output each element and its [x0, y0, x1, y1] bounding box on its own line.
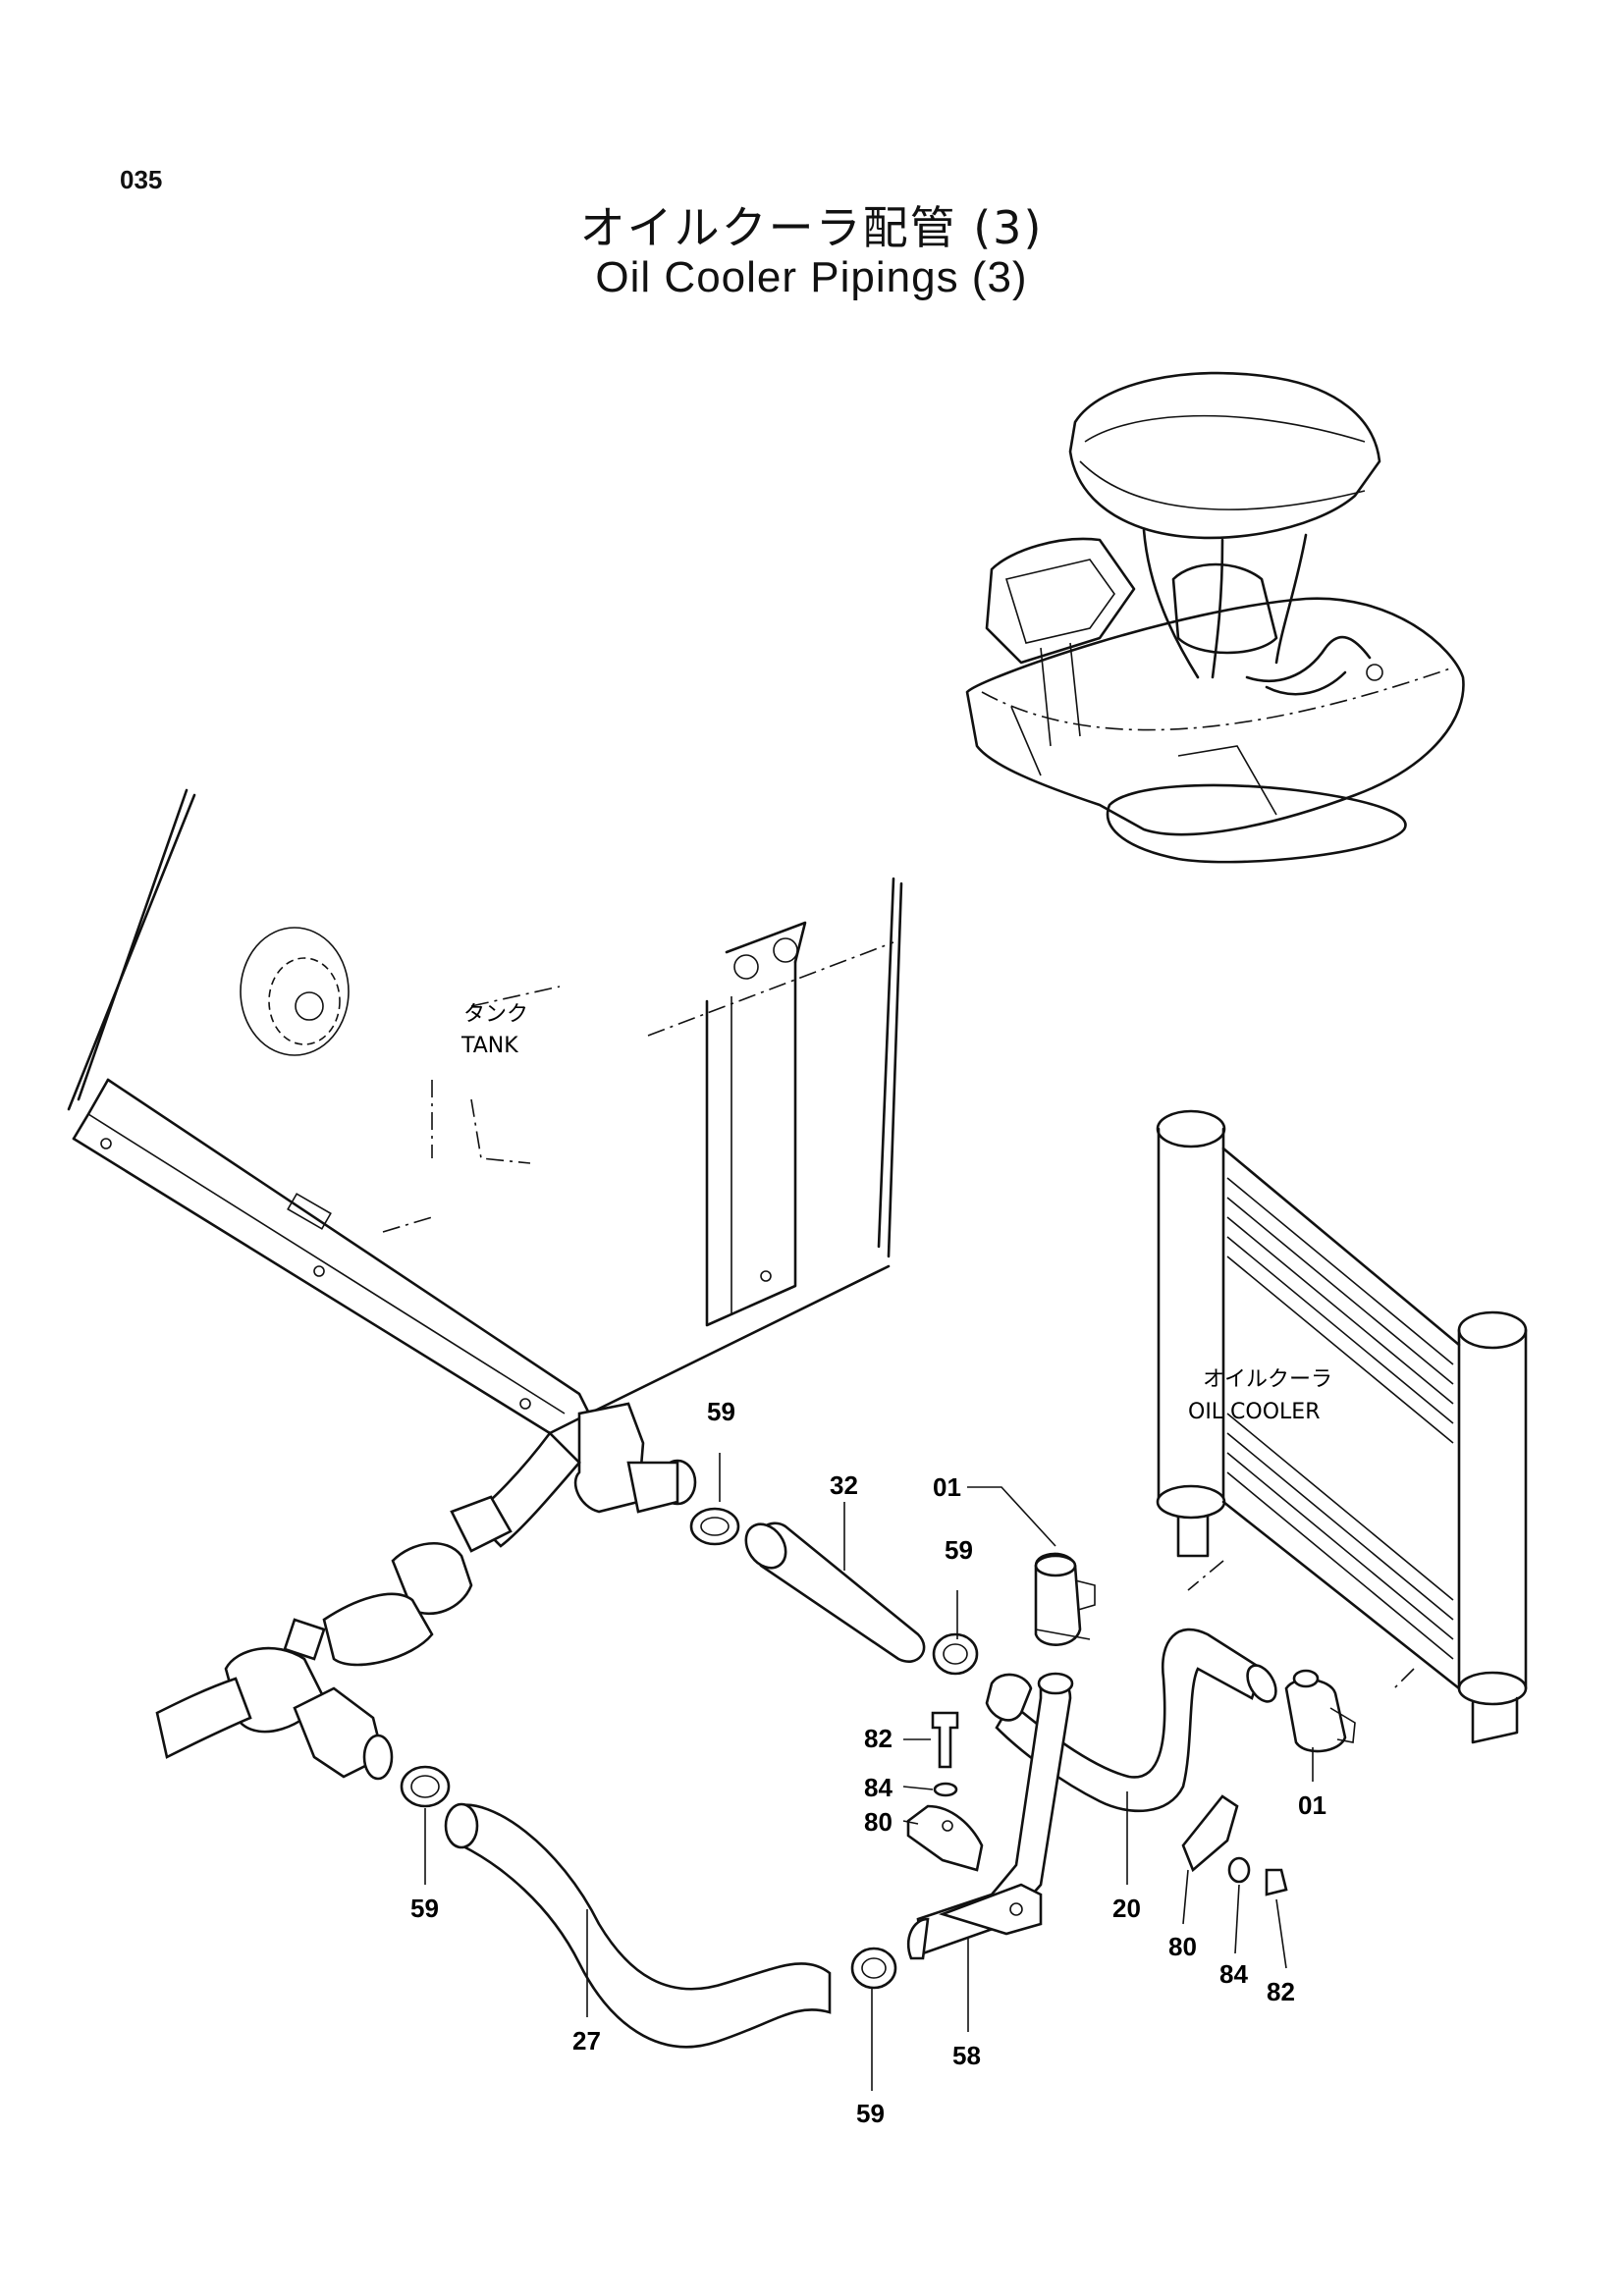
part-number-01: 01	[933, 1472, 961, 1502]
tank-label-japanese: タンク	[463, 1002, 528, 1027]
hydraulic-tank	[67, 788, 903, 1435]
part-number-59: 59	[856, 2099, 885, 2128]
part-number-59: 59	[945, 1535, 973, 1565]
page-title-english: Oil Cooler Pipings (3)	[595, 253, 1028, 301]
tank-label: TANK	[460, 1034, 518, 1058]
machine-overview-illustration	[965, 371, 1465, 864]
part-number-32: 32	[830, 1470, 858, 1500]
oil-cooler-label-japanese: オイルクーラ	[1203, 1367, 1332, 1392]
part-number-20: 20	[1112, 1894, 1141, 1923]
leader-lines	[424, 1453, 1314, 2091]
part-number-01: 01	[1298, 1790, 1326, 1820]
oil-cooler	[1156, 1109, 1528, 1744]
page-number: 035	[120, 165, 163, 194]
page-title-japanese: オイルクーラ配管 (3)	[579, 201, 1044, 254]
part-number-59: 59	[707, 1397, 735, 1426]
part-number-59: 59	[410, 1894, 439, 1923]
tee-fitting-and-hoses	[155, 1402, 1356, 2049]
part-number-80: 80	[1168, 1932, 1197, 1961]
part-number-82: 82	[1267, 1977, 1295, 2006]
oil-cooler-label: OIL COOLER	[1188, 1400, 1321, 1424]
part-number-82: 82	[864, 1724, 893, 1753]
part-number-84: 84	[864, 1773, 893, 1802]
part-number-58: 58	[952, 2041, 981, 2070]
part-number-27: 27	[572, 2026, 601, 2056]
part-number-80: 80	[864, 1807, 893, 1837]
part-number-84: 84	[1219, 1959, 1248, 1989]
